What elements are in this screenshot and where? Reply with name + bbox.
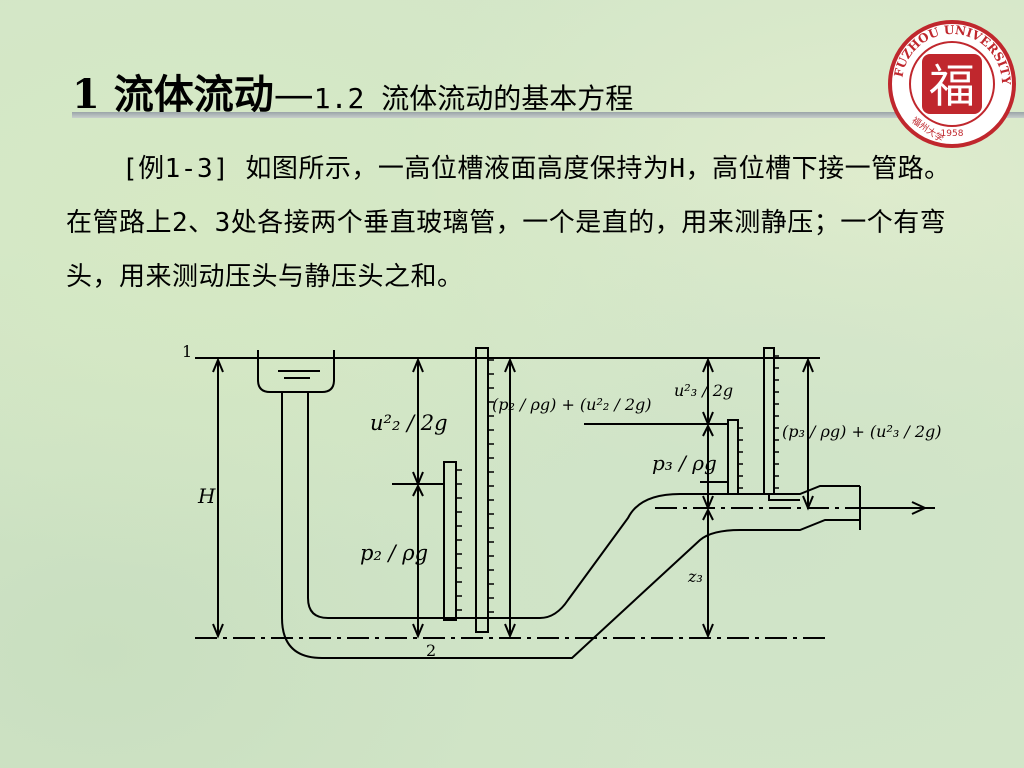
pitot-tube-2 [475,347,489,633]
title-main: 1 流体流动 [72,71,274,118]
title-separator: — [273,72,314,118]
example-paragraph: [例1-3] 如图所示，一高位槽液面高度保持为H，高位槽下接一管路。在管路上2、… [66,154,951,292]
label-z3: z₃ [687,567,703,586]
static-tube-3 [727,419,739,495]
page-title: 1 流体流动—1.2 流体流动的基本方程 [72,62,633,120]
label-total3: (p₃ / ρg) + (u²₃ / 2g) [782,422,942,441]
university-seal: FUZHOU UNIVERSITY 福 1958 福州大学 [888,20,1016,148]
title-rule [72,112,1024,118]
label-total2: (p₂ / ρg) + (u²₂ / 2g) [492,395,652,414]
static-tube-2 [443,461,457,621]
seal-center-char: 福 [929,59,975,113]
label-u2-head: u²₂ / 2g [370,411,448,435]
label-p2-head: p₂ / ρg [360,541,428,565]
label-2: 2 [426,641,436,660]
pitot-tube-3 [763,347,775,495]
label-1: 1 [182,342,192,361]
title-subtitle: 1.2 流体流动的基本方程 [313,82,634,115]
seal-year: 1958 [941,129,964,139]
label-u3-head: u²₃ / 2g [674,381,733,400]
label-H: H [197,484,216,508]
pipe-inner [307,392,860,619]
label-p3-head: p₃ / ρg [652,451,717,475]
tank [257,350,335,393]
pipe-outer [281,392,860,659]
